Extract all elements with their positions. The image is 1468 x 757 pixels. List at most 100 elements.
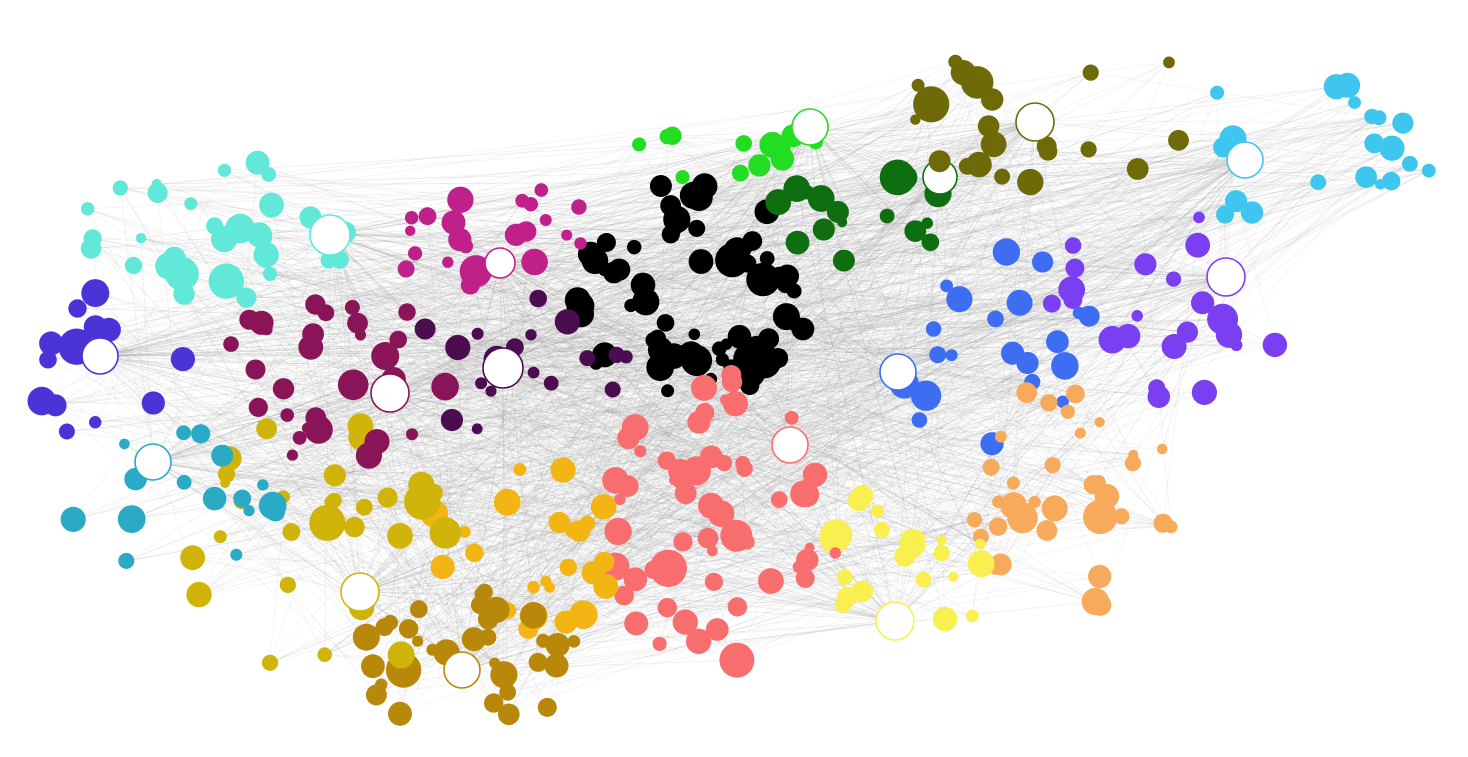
graph-node — [1116, 323, 1141, 349]
graph-edge — [403, 367, 504, 671]
graph-node — [644, 560, 664, 580]
graph-node — [1124, 455, 1141, 472]
community-black — [564, 173, 815, 398]
graph-edge — [223, 238, 391, 394]
graph-edge — [433, 492, 973, 617]
graph-node — [191, 424, 211, 444]
graph-edge — [476, 428, 521, 470]
graph-node — [967, 550, 995, 578]
graph-edge — [493, 596, 848, 704]
graph-edge — [87, 166, 968, 210]
graph-node — [966, 512, 983, 528]
graph-node — [429, 517, 462, 549]
graph-edge — [359, 211, 768, 593]
graph-node — [960, 66, 994, 99]
graph-node — [89, 416, 102, 429]
graph-node — [1042, 294, 1061, 313]
graph-node — [337, 369, 369, 401]
graph-edge — [312, 334, 361, 593]
graph-node — [911, 78, 925, 92]
graph-node — [784, 410, 799, 425]
graph-edge — [99, 336, 740, 357]
graph-node — [788, 316, 805, 333]
graph-edge — [325, 312, 568, 323]
graph-edge — [1000, 159, 1246, 437]
graph-node — [634, 445, 647, 458]
graph-edge — [152, 181, 1319, 463]
graph-edge — [493, 541, 748, 704]
graph-edge — [152, 461, 799, 568]
graph-edge — [410, 230, 1237, 346]
graph-node — [604, 517, 632, 546]
graph-node — [657, 451, 676, 470]
graph-edge — [131, 501, 242, 520]
community-teal — [60, 424, 287, 569]
graph-node — [1082, 64, 1099, 81]
graph-edge — [120, 187, 154, 463]
graph-edge — [791, 417, 981, 545]
graph-edge — [259, 234, 616, 481]
graph-edge — [99, 355, 495, 664]
graph-edge — [580, 62, 1170, 315]
graph-edge — [988, 125, 1175, 347]
graph-edge — [538, 544, 913, 663]
graph-edge — [152, 328, 934, 463]
graph-edge — [740, 166, 968, 543]
graph-node — [119, 438, 130, 450]
graph-edge — [700, 261, 725, 464]
graph-node — [735, 135, 752, 152]
graph-edge — [502, 367, 629, 439]
graph-edge — [563, 303, 1052, 471]
graph-node — [493, 488, 521, 516]
graph-edge — [283, 311, 408, 390]
graph-edge — [92, 238, 535, 263]
graph-edge — [447, 261, 1188, 333]
graph-edge — [389, 392, 620, 500]
graph-edge — [427, 61, 956, 217]
graph-node — [1166, 271, 1182, 287]
graph-edge — [446, 159, 1246, 653]
graph-edge — [283, 305, 632, 498]
graph-node — [673, 532, 693, 552]
graph-edge — [99, 299, 1073, 357]
graph-edge — [1244, 159, 1429, 171]
graph-edge — [156, 159, 1246, 185]
graph-edge — [318, 366, 661, 430]
graph-edge — [359, 354, 605, 593]
graph-edge — [268, 174, 428, 217]
graph-edge — [579, 228, 674, 532]
graph-edge — [359, 138, 1234, 593]
graph-edge — [1089, 276, 1227, 317]
graph-edge — [181, 273, 681, 472]
graph-edge — [51, 298, 960, 344]
graph-edge — [766, 258, 982, 564]
graph-node — [537, 697, 557, 717]
graph-edge — [283, 496, 401, 714]
graph-edge — [653, 276, 1227, 341]
graph-node — [471, 327, 484, 340]
graph-edge — [359, 542, 742, 593]
graph-edge — [95, 421, 654, 571]
graph-edge — [566, 144, 640, 236]
graph-edge — [344, 203, 531, 233]
graph-edge — [1244, 116, 1372, 161]
graph-node — [1083, 475, 1104, 495]
graph-edge — [939, 116, 1372, 178]
graph-node — [245, 359, 266, 380]
graph-edge — [967, 159, 1246, 167]
graph-edge — [897, 371, 1033, 383]
graph-edge — [421, 176, 941, 486]
graph-node — [1163, 56, 1175, 69]
graph-edge — [411, 434, 1107, 497]
graph-edge — [376, 441, 382, 685]
graph-edge — [770, 401, 1063, 582]
graph-node — [545, 632, 570, 658]
graph-edge — [385, 276, 1227, 357]
graph-edge — [538, 298, 1100, 423]
community-plum — [223, 294, 459, 469]
graph-edge — [667, 390, 992, 468]
graph-edge — [269, 273, 896, 622]
graph-node — [731, 648, 747, 664]
graph-node — [243, 505, 255, 517]
graph-node — [459, 255, 492, 288]
